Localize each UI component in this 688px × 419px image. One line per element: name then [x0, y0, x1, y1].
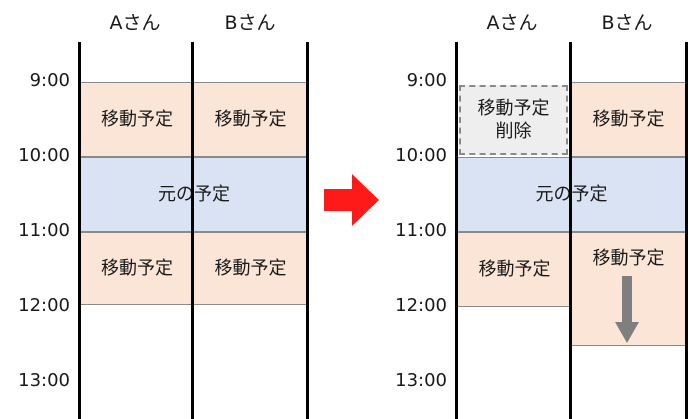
block-label: 移動予定 — [101, 108, 173, 130]
block-label: 移動予定 — [214, 108, 287, 130]
left-header-b: Bさん — [224, 12, 276, 34]
down-arrow-icon — [615, 276, 639, 343]
right-time-12: 12:00 — [395, 295, 447, 316]
right-a-after-block: 移動予定 — [457, 232, 572, 307]
right-header-a: Aさん — [486, 12, 538, 34]
left-a-morning-block: 移動予定 — [80, 82, 194, 157]
left-time-9: 9:00 — [29, 70, 70, 91]
right-time-10: 10:00 — [395, 145, 447, 166]
left-time-10: 10:00 — [18, 145, 70, 166]
left-b-after-block: 移動予定 — [193, 232, 308, 305]
block-label: 移動予定 — [101, 257, 173, 279]
block-label: 移動予定 — [214, 257, 287, 279]
left-a-after-block: 移動予定 — [80, 232, 194, 305]
left-column-line — [306, 42, 309, 419]
right-header-b: Bさん — [601, 12, 653, 34]
right-time-13: 13:00 — [395, 370, 447, 391]
left-column-line — [78, 42, 81, 419]
right-time-11: 11:00 — [395, 220, 447, 241]
block-label-line2: 削除 — [495, 121, 532, 142]
left-b-morning-block: 移動予定 — [193, 82, 308, 157]
right-column-line — [685, 42, 688, 419]
left-time-13: 13:00 — [18, 370, 70, 391]
block-label: 移動予定 — [592, 108, 665, 130]
left-header-a: Aさん — [109, 12, 161, 34]
left-time-12: 12:00 — [18, 295, 70, 316]
left-time-11: 11:00 — [18, 220, 70, 241]
block-label-line1: 移動予定 — [477, 97, 550, 119]
left-column-line — [191, 42, 194, 419]
block-label: 移動予定 — [592, 248, 665, 269]
block-label: 移動予定 — [478, 258, 551, 280]
right-column-line — [455, 42, 458, 419]
right-arrow-icon — [324, 174, 379, 226]
block-label: 元の予定 — [158, 183, 230, 205]
left-original-block: 元の予定 — [80, 157, 308, 232]
right-b-morning-block: 移動予定 — [571, 82, 686, 157]
right-time-9: 9:00 — [406, 70, 447, 91]
right-column-line — [569, 42, 572, 419]
right-a-deleted-block: 移動予定 削除 — [459, 85, 568, 155]
